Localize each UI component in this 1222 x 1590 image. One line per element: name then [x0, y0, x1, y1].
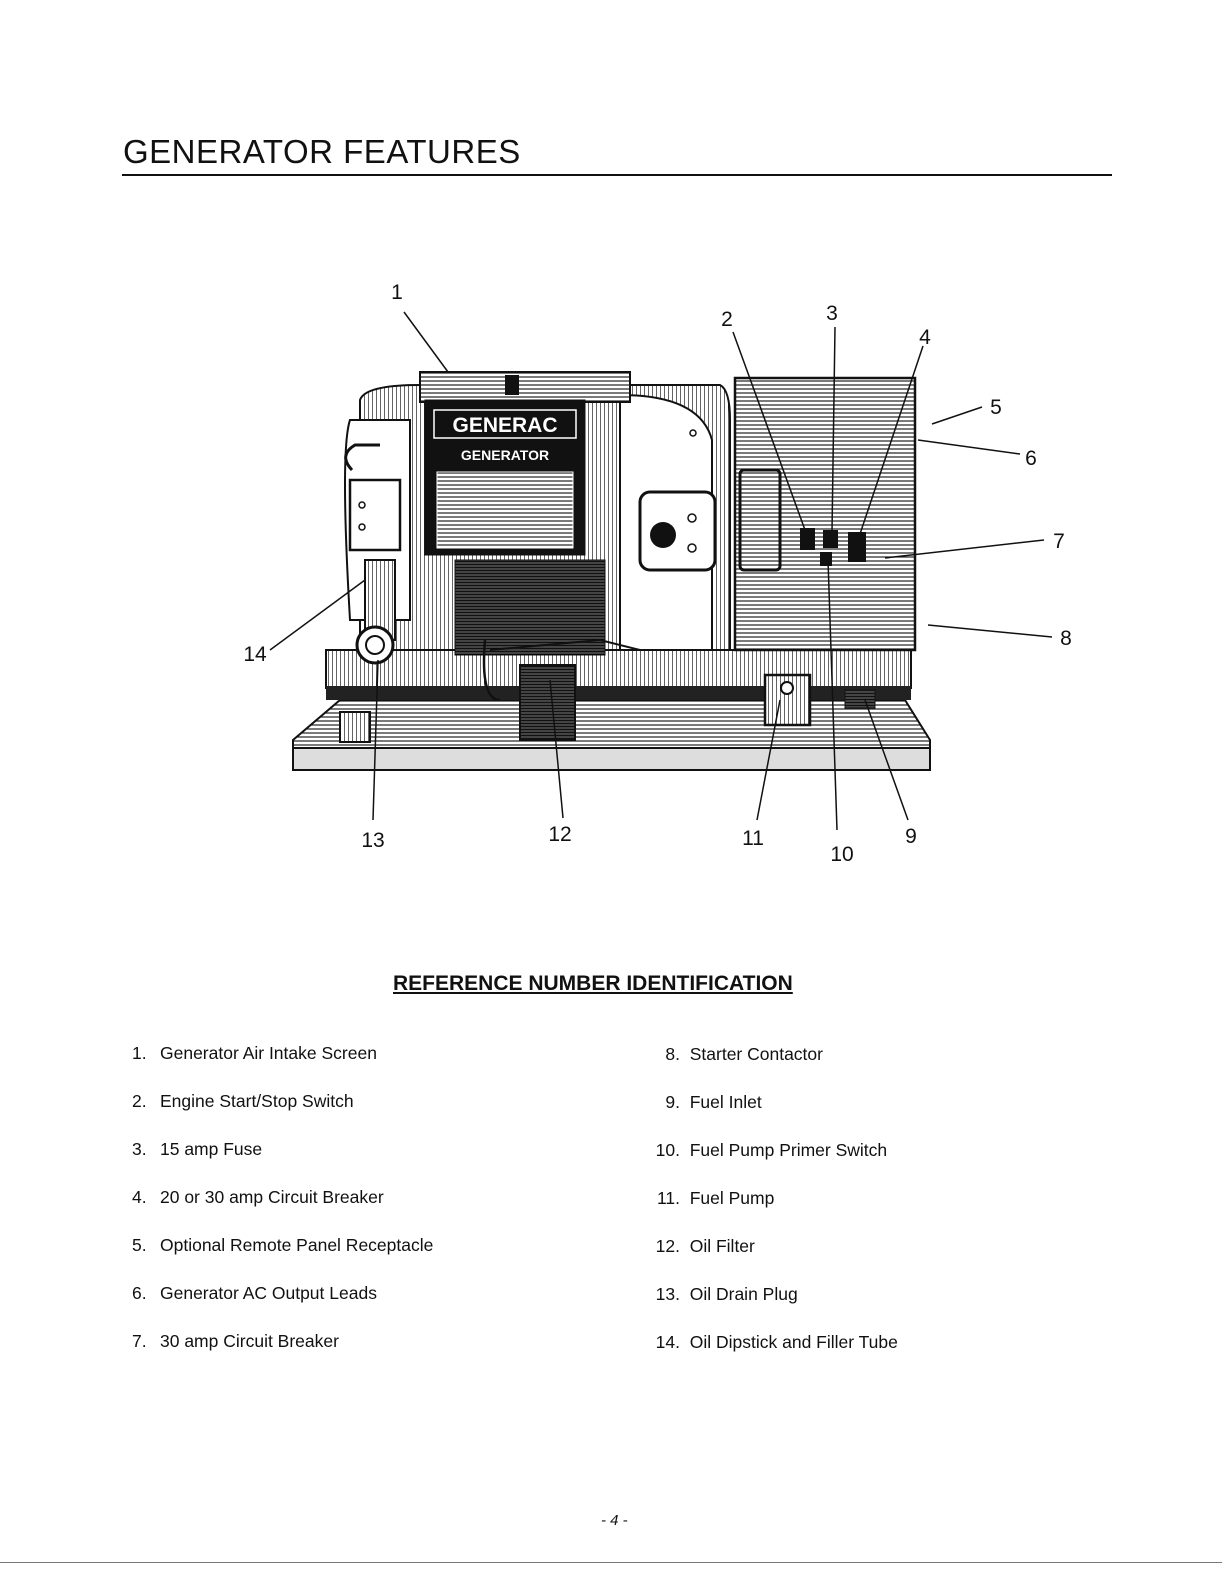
reference-list-left: 1. Generator Air Intake Screen 2. Engine S…	[132, 1043, 433, 1379]
callout-2: 2	[721, 308, 733, 331]
reference-label: Fuel Inlet	[689, 1092, 762, 1112]
callout-4: 4	[919, 326, 931, 349]
callout-5: 5	[990, 396, 1002, 419]
reference-item: 3. 15 amp Fuse	[132, 1139, 433, 1187]
reference-item: 9. Fuel Inlet	[640, 1092, 898, 1140]
fuel-pump	[763, 673, 812, 727]
fuel-inlet	[844, 689, 876, 709]
callout-11: 11	[742, 827, 764, 850]
callout-9: 9	[905, 825, 917, 848]
reference-label: Fuel Pump	[689, 1188, 775, 1208]
callout-6: 6	[1025, 447, 1037, 470]
callout-12: 12	[548, 823, 571, 846]
callout-leaders	[269, 311, 1053, 831]
reference-label: Fuel Pump Primer Switch	[689, 1140, 888, 1160]
reference-label: Oil Dipstick and Filler Tube	[689, 1332, 898, 1352]
footer-rule	[0, 1562, 1222, 1563]
page-title: GENERATOR FEATURES	[123, 133, 521, 170]
callout-1: 1	[391, 281, 403, 304]
generac-badge: GENERAC GENERATOR	[424, 399, 586, 556]
reference-label: Generator AC Output Leads	[160, 1283, 377, 1303]
oil-dipstick-assembly	[344, 443, 402, 665]
reference-label: Starter Contactor	[689, 1044, 823, 1064]
reference-number: 2.	[132, 1091, 147, 1111]
reference-item: 4. 20 or 30 amp Circuit Breaker	[132, 1187, 433, 1235]
oil-filter	[482, 638, 641, 741]
reference-label: 15 amp Fuse	[160, 1139, 263, 1159]
page-number: - 4 -	[601, 1512, 628, 1529]
engine-access-panel	[638, 429, 717, 572]
reference-list-right: 8. Starter Contactor 9. Fuel Inlet 10. F…	[640, 1044, 898, 1380]
reference-item: 10. Fuel Pump Primer Switch	[640, 1140, 898, 1188]
reference-item: 5. Optional Remote Panel Receptacle	[132, 1235, 433, 1283]
generator-figure: GENERAC GENERATOR	[243, 281, 1072, 866]
reference-item: 11. Fuel Pump	[640, 1188, 898, 1236]
reference-item: 1. Generator Air Intake Screen	[132, 1043, 433, 1091]
reference-number: 1.	[132, 1043, 147, 1063]
control-box	[733, 376, 917, 652]
reference-number: 13.	[655, 1284, 680, 1304]
reference-item: 6. Generator AC Output Leads	[132, 1283, 433, 1331]
reference-heading: REFERENCE NUMBER IDENTIFICATION	[393, 972, 793, 995]
reference-item: 12. Oil Filter	[640, 1236, 898, 1284]
reference-item: 2. Engine Start/Stop Switch	[132, 1091, 433, 1139]
callout-3: 3	[826, 302, 838, 325]
reference-item: 7. 30 amp Circuit Breaker	[132, 1331, 433, 1379]
oil-drain-plug	[339, 711, 371, 743]
reference-label: 20 or 30 amp Circuit Breaker	[160, 1187, 384, 1207]
title-rule	[122, 174, 1112, 176]
reference-number: 9.	[665, 1092, 680, 1112]
reference-number: 4.	[132, 1187, 147, 1207]
reference-label: Oil Drain Plug	[689, 1284, 798, 1304]
reference-label: Generator Air Intake Screen	[160, 1043, 377, 1063]
callout-7: 7	[1053, 530, 1065, 553]
callout-10: 10	[830, 843, 853, 866]
reference-number: 3.	[132, 1139, 147, 1159]
reference-number: 14.	[655, 1332, 680, 1352]
reference-item: 8. Starter Contactor	[640, 1044, 898, 1092]
reference-number: 10.	[655, 1140, 680, 1160]
reference-number: 5.	[132, 1235, 147, 1255]
badge-brand: GENERAC	[452, 414, 557, 437]
reference-number: 7.	[132, 1331, 147, 1351]
air-intake-screen	[419, 371, 631, 403]
reference-label: Oil Filter	[689, 1236, 755, 1256]
callout-8: 8	[1060, 627, 1072, 650]
reference-label: Optional Remote Panel Receptacle	[160, 1235, 434, 1255]
reference-item: 13. Oil Drain Plug	[640, 1284, 898, 1332]
reference-number: 8.	[665, 1044, 680, 1064]
reference-label: 30 amp Circuit Breaker	[160, 1331, 339, 1351]
callout-14: 14	[243, 643, 267, 666]
reference-item: 14. Oil Dipstick and Filler Tube	[640, 1332, 898, 1380]
reference-number: 6.	[132, 1283, 147, 1303]
reference-number: 11.	[656, 1188, 680, 1208]
reference-label: Engine Start/Stop Switch	[160, 1091, 354, 1111]
reference-number: 12.	[655, 1236, 680, 1256]
badge-product: GENERATOR	[461, 447, 549, 463]
callout-13: 13	[361, 829, 384, 852]
